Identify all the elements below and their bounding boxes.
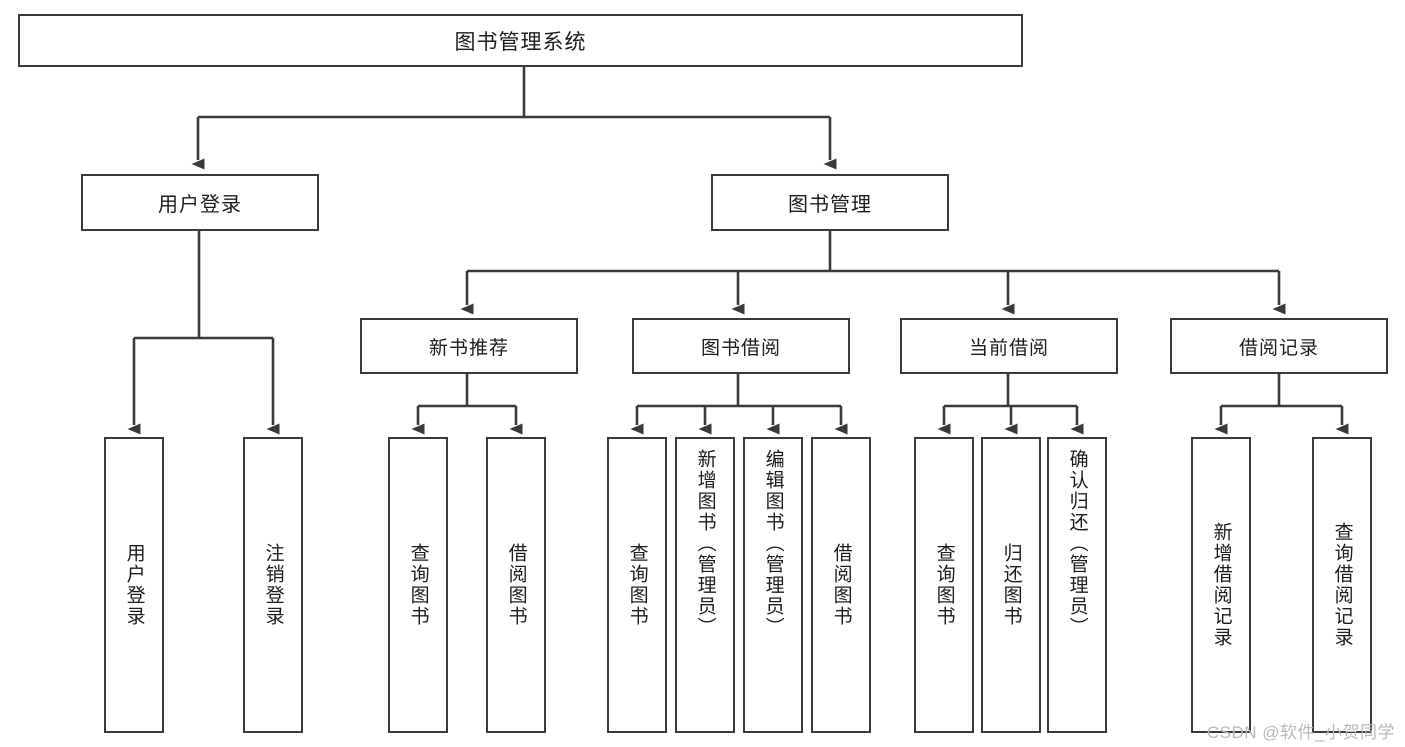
node-borrow-record-label: 借阅记录 <box>1238 337 1319 359</box>
node-book-borrow[interactable]: 图书借阅 <box>632 318 850 374</box>
leaf-query-book-3[interactable]: 查询图书 <box>914 437 974 733</box>
leaf-logout-label: 注销登录 <box>262 543 284 627</box>
leaf-confirm-return[interactable]: 确认归还（管理员） <box>1047 437 1107 733</box>
node-new-book-recommend[interactable]: 新书推荐 <box>360 318 578 374</box>
leaf-query-book-2-label: 查询图书 <box>626 543 648 627</box>
leaf-borrow-book-1-label: 借阅图书 <box>505 543 527 627</box>
leaf-edit-book-label: 编辑图书（管理员） <box>762 449 784 638</box>
node-root[interactable]: 图书管理系统 <box>18 14 1023 67</box>
node-user-login[interactable]: 用户登录 <box>81 174 319 231</box>
node-user-login-label: 用户登录 <box>158 194 242 216</box>
node-root-label: 图书管理系统 <box>454 30 587 54</box>
csdn-watermark: CSDN @软件_小贺同学 <box>1206 723 1395 742</box>
leaf-user-login[interactable]: 用户登录 <box>104 437 164 733</box>
node-new-book-recommend-label: 新书推荐 <box>428 337 509 359</box>
leaf-borrow-book-2-label: 借阅图书 <box>830 543 852 627</box>
leaf-edit-book[interactable]: 编辑图书（管理员） <box>743 437 803 733</box>
node-book-management-label: 图书管理 <box>788 194 872 216</box>
leaf-query-book-3-label: 查询图书 <box>933 543 955 627</box>
node-current-borrow[interactable]: 当前借阅 <box>900 318 1118 374</box>
leaf-query-book-1-label: 查询图书 <box>407 543 429 627</box>
leaf-add-book[interactable]: 新增图书（管理员） <box>675 437 735 733</box>
leaf-query-book-2[interactable]: 查询图书 <box>607 437 667 733</box>
leaf-logout[interactable]: 注销登录 <box>243 437 303 733</box>
leaf-query-record[interactable]: 查询借阅记录 <box>1312 437 1372 733</box>
leaf-return-book-label: 归还图书 <box>1000 543 1022 627</box>
node-book-management[interactable]: 图书管理 <box>711 174 949 231</box>
leaf-add-record-label: 新增借阅记录 <box>1210 522 1232 648</box>
leaf-add-record[interactable]: 新增借阅记录 <box>1191 437 1251 733</box>
leaf-borrow-book-2[interactable]: 借阅图书 <box>811 437 871 733</box>
leaf-confirm-return-label: 确认归还（管理员） <box>1066 449 1088 638</box>
node-book-borrow-label: 图书借阅 <box>700 337 781 359</box>
leaf-user-login-label: 用户登录 <box>123 543 145 627</box>
leaf-return-book[interactable]: 归还图书 <box>981 437 1041 733</box>
node-borrow-record[interactable]: 借阅记录 <box>1170 318 1388 374</box>
leaf-query-book-1[interactable]: 查询图书 <box>388 437 448 733</box>
leaf-query-record-label: 查询借阅记录 <box>1331 522 1353 648</box>
leaf-add-book-label: 新增图书（管理员） <box>694 449 716 638</box>
node-current-borrow-label: 当前借阅 <box>968 337 1049 359</box>
leaf-borrow-book-1[interactable]: 借阅图书 <box>486 437 546 733</box>
